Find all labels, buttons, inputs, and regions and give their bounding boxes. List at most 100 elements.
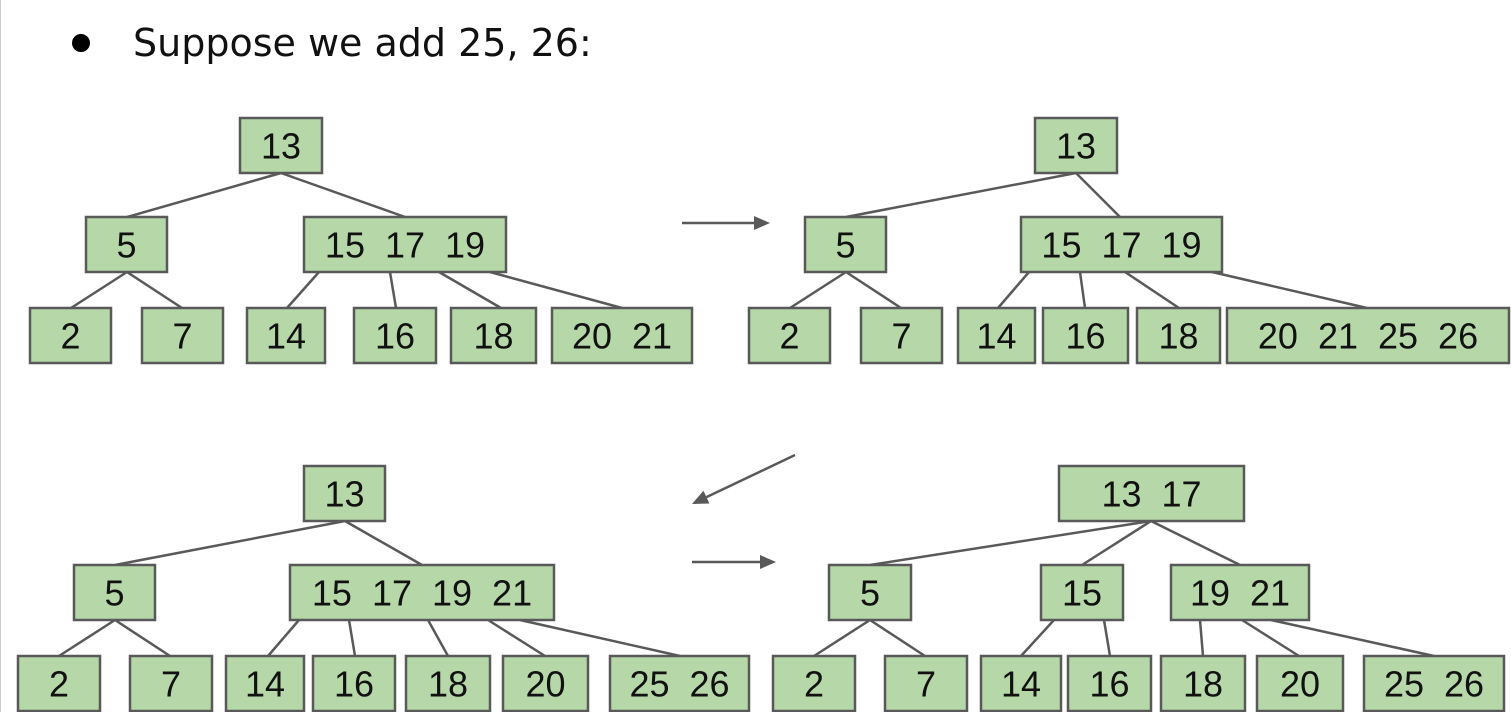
tree-node: 5 bbox=[827, 563, 913, 622]
tree-node: 2 bbox=[747, 306, 832, 365]
tree-edge-a-root-a-151719 bbox=[280, 171, 406, 219]
node-box bbox=[1033, 116, 1119, 175]
tree-node: 14 bbox=[245, 306, 327, 365]
node-keys: 13 bbox=[1056, 126, 1096, 167]
node-keys: 19 21 bbox=[1190, 573, 1290, 614]
tree-edge-b-root-b-151719 bbox=[1075, 172, 1121, 218]
node-box bbox=[84, 215, 169, 274]
node-keys: 5 bbox=[860, 573, 880, 614]
tree-node: 20 bbox=[501, 654, 590, 712]
node-box bbox=[16, 654, 102, 712]
tree-edge-b-5-b-7 bbox=[845, 270, 902, 310]
tree-edge-b-151719-b-16 bbox=[1078, 271, 1087, 309]
tree-edge-b-151719-b-18 bbox=[1124, 270, 1180, 310]
tree-node: 5 bbox=[84, 215, 169, 274]
tree-node: 18 bbox=[404, 654, 492, 712]
node-box bbox=[404, 654, 492, 712]
node-keys: 5 bbox=[104, 573, 124, 614]
tree-edge-d-root-d-5 bbox=[869, 519, 1152, 567]
bullet-item: Suppose we add 25, 26: bbox=[72, 18, 592, 68]
tree-node: 14 bbox=[956, 306, 1037, 365]
tree-edge-d-root-d-15 bbox=[1081, 519, 1152, 567]
node-keys: 20 bbox=[1280, 664, 1320, 705]
node-keys: 5 bbox=[116, 225, 136, 266]
tree-node: 7 bbox=[128, 654, 214, 712]
node-box bbox=[140, 306, 225, 365]
tree-edge-c-5-c-7 bbox=[114, 618, 171, 658]
node-keys: 14 bbox=[976, 316, 1016, 357]
node-keys: 2 bbox=[779, 316, 799, 357]
tree-node: 16 bbox=[352, 306, 438, 365]
tree-edge-b-151719-b-14 bbox=[997, 271, 1030, 309]
tree-node: 20 bbox=[1255, 654, 1345, 712]
node-box bbox=[501, 654, 590, 712]
node-keys: 16 bbox=[1065, 316, 1105, 357]
tree-node: 7 bbox=[859, 306, 944, 365]
node-box bbox=[883, 654, 969, 712]
tree-node: 15 17 19 bbox=[302, 215, 508, 274]
node-box bbox=[956, 306, 1037, 365]
tree-edge-d-root-d-1921 bbox=[1150, 519, 1241, 567]
tree-edge-d-15-d-14 bbox=[1020, 619, 1055, 657]
tree-edge-c-5-c-2 bbox=[58, 618, 116, 658]
node-box bbox=[1169, 563, 1311, 622]
node-keys: 16 bbox=[375, 316, 415, 357]
tree-edge-b-root-b-5 bbox=[845, 171, 1077, 219]
node-box bbox=[449, 306, 538, 365]
node-box bbox=[1019, 215, 1224, 274]
tree-node: 2 bbox=[16, 654, 102, 712]
node-keys: 16 bbox=[1089, 664, 1129, 705]
node-box bbox=[72, 563, 157, 622]
node-box bbox=[1159, 654, 1247, 712]
node-box bbox=[302, 215, 508, 274]
node-box bbox=[311, 654, 397, 712]
node-keys: 20 21 25 26 bbox=[1258, 316, 1478, 357]
tree-node: 18 bbox=[1135, 306, 1222, 365]
left-border bbox=[0, 0, 1, 712]
node-box bbox=[1135, 306, 1222, 365]
node-box bbox=[550, 306, 694, 365]
node-keys: 18 bbox=[1183, 664, 1223, 705]
node-keys: 15 17 19 bbox=[325, 225, 485, 266]
node-box bbox=[1066, 654, 1153, 712]
node-keys: 13 bbox=[261, 126, 301, 167]
node-box bbox=[1057, 464, 1246, 523]
tree-node: 16 bbox=[1066, 654, 1153, 712]
node-box bbox=[859, 306, 944, 365]
node-keys: 18 bbox=[473, 316, 513, 357]
node-box bbox=[1362, 654, 1506, 712]
node-box bbox=[352, 306, 438, 365]
node-keys: 5 bbox=[835, 225, 855, 266]
node-keys: 20 21 bbox=[572, 316, 672, 357]
node-keys: 14 bbox=[266, 316, 306, 357]
node-keys: 16 bbox=[334, 664, 374, 705]
tree-node: 15 bbox=[1039, 563, 1125, 622]
tree-edge-d-15-d-16 bbox=[1102, 619, 1112, 657]
node-box bbox=[288, 563, 556, 622]
tree-edge-d-5-d-2 bbox=[813, 618, 871, 658]
tree-node: 2 bbox=[771, 654, 857, 712]
tree-edge-c-15171921-c-14 bbox=[267, 619, 300, 657]
node-box bbox=[128, 654, 214, 712]
tree-edge-b-5-b-2 bbox=[789, 270, 847, 310]
node-box bbox=[979, 654, 1063, 712]
node-keys: 7 bbox=[161, 664, 181, 705]
tree-node: 13 17 bbox=[1057, 464, 1246, 523]
transition-arrow-icon bbox=[692, 453, 796, 504]
node-box bbox=[1225, 306, 1511, 365]
tree-node: 7 bbox=[883, 654, 969, 712]
node-keys: 18 bbox=[1158, 316, 1198, 357]
bullet-icon bbox=[72, 34, 90, 52]
node-keys: 25 26 bbox=[629, 664, 729, 705]
tree-node: 14 bbox=[979, 654, 1063, 712]
node-keys: 20 bbox=[525, 664, 565, 705]
tree-edge-a-151719-a-2021 bbox=[489, 270, 623, 310]
tree-node: 20 21 25 26 bbox=[1225, 306, 1511, 365]
tree-edge-b-151719-b-20212526 bbox=[1211, 270, 1368, 310]
node-keys: 2 bbox=[49, 664, 69, 705]
tree-edge-c-15171921-c-2526 bbox=[519, 618, 681, 658]
node-keys: 7 bbox=[916, 664, 936, 705]
node-keys: 7 bbox=[891, 316, 911, 357]
node-box bbox=[224, 654, 306, 712]
tree-node: 18 bbox=[449, 306, 538, 365]
